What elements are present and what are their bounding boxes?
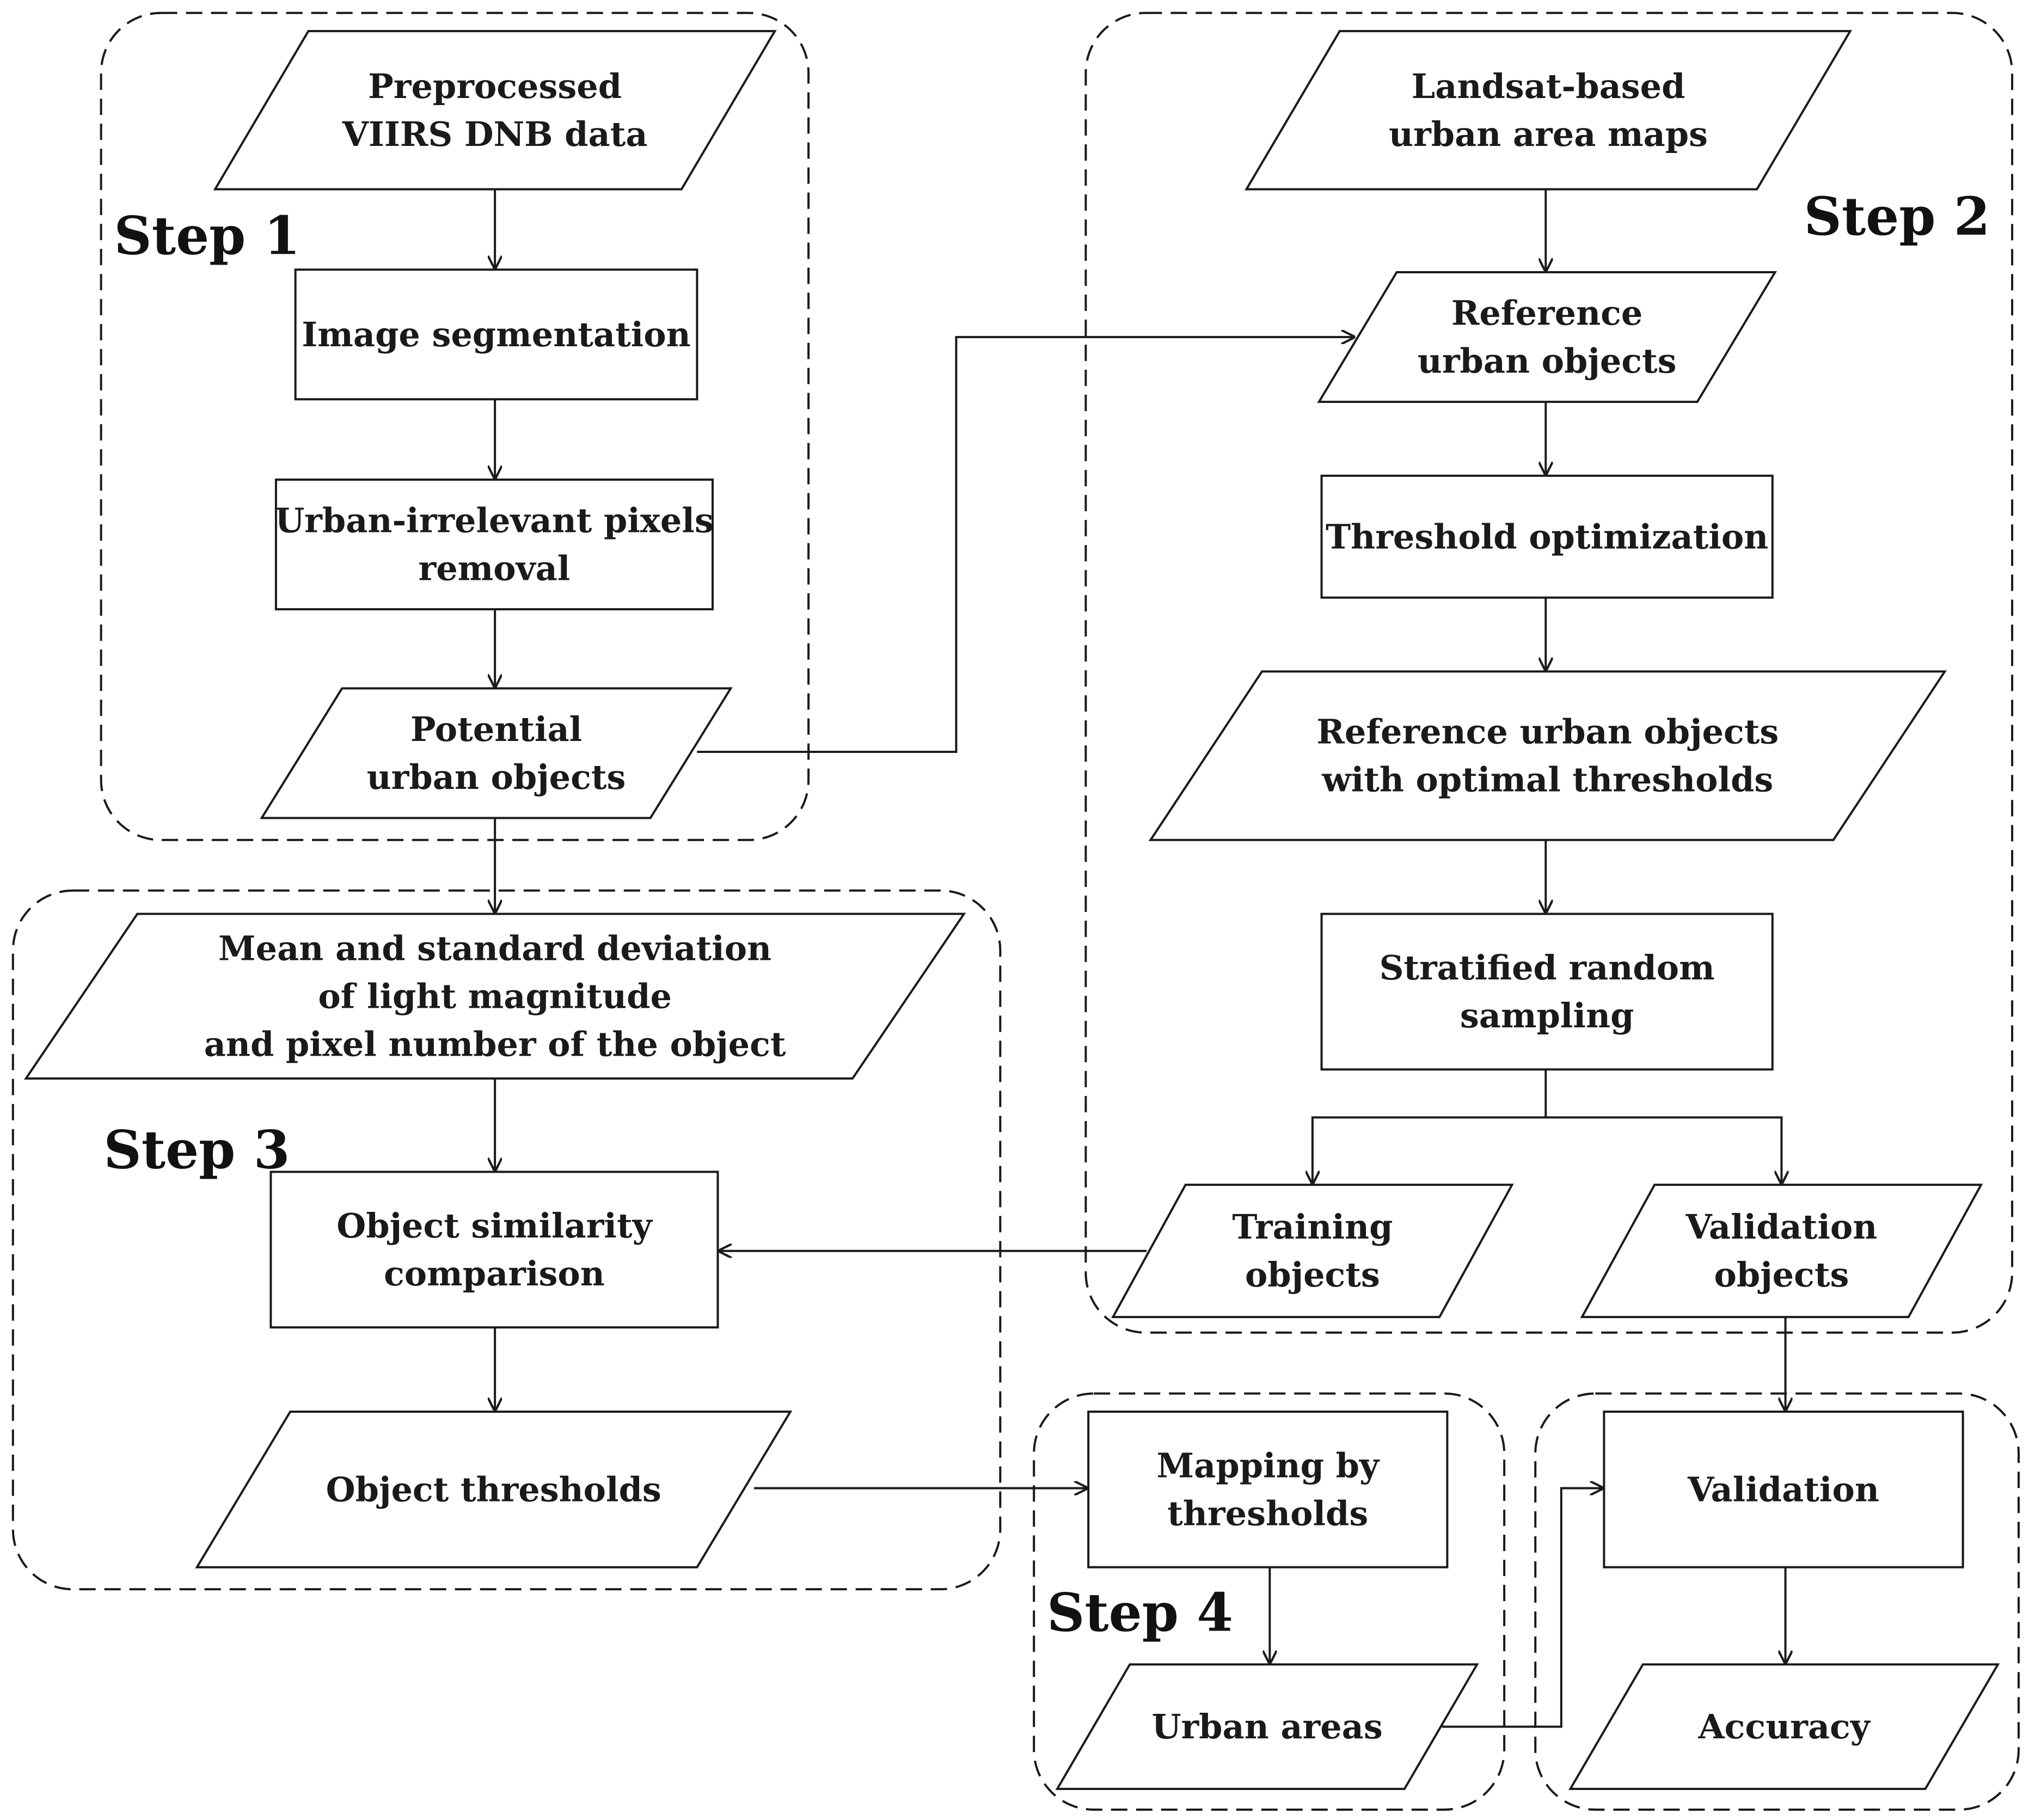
node-mapping-label-line-0: Mapping by	[1157, 1445, 1380, 1485]
node-sampling-label-line-0: Stratified random	[1380, 948, 1715, 988]
node-segmentation-shape	[294, 268, 698, 401]
node-mapping-label-line-1: thresholds	[1167, 1493, 1368, 1533]
node-similarity-shape	[269, 1171, 719, 1329]
node-viirs-label-line-0: Preprocessed	[368, 66, 622, 106]
edge-sampling-to-training	[1313, 1069, 1547, 1185]
group-label-step4: Step 4	[1047, 1582, 1233, 1643]
node-viirs-shape	[213, 30, 777, 191]
node-sampling-shape	[1320, 912, 1774, 1071]
node-reference-label-line-1: urban objects	[1418, 341, 1677, 381]
node-object-thresholds-label-line-0: Object thresholds	[326, 1469, 661, 1509]
node-validation-shape	[1603, 1410, 1964, 1568]
node-sampling-label-line-1: sampling	[1460, 996, 1634, 1035]
node-ref-optimal-label-line-0: Reference urban objects	[1316, 712, 1779, 752]
group-label-step1: Step 1	[114, 205, 300, 267]
node-reference-label-line-0: Reference	[1451, 293, 1642, 333]
edge-potential-to-reference	[697, 337, 1356, 753]
node-mapping-shape	[1087, 1410, 1449, 1568]
group-label-step2: Step 2	[1804, 186, 1990, 247]
node-ref-optimal-label-line-1: with optimal thresholds	[1321, 760, 1773, 800]
node-accuracy-label-line-0: Accuracy	[1698, 1707, 1871, 1747]
node-removal-label-line-0: Urban-irrelevant pixels	[275, 501, 714, 541]
node-mean-std-label-line-2: and pixel number of the object	[204, 1024, 786, 1064]
node-mean-std-label-line-0: Mean and standard deviation	[218, 928, 771, 968]
node-validation-objects-shape	[1580, 1184, 1983, 1319]
node-mean-std-label-line-1: of light magnitude	[318, 976, 672, 1016]
group-step1	[100, 11, 810, 841]
edge-sampling-to-validation-objects	[1546, 1116, 1781, 1185]
node-potential-shape	[260, 687, 733, 819]
node-object-thresholds-shape	[195, 1410, 793, 1568]
node-ref-optimal-shape	[1148, 670, 1947, 841]
node-reference-shape	[1317, 271, 1777, 403]
node-potential-label-line-1: urban objects	[367, 757, 626, 797]
node-optimization-label-line-0: Threshold optimization	[1326, 517, 1768, 556]
edge-urban-areas-to-validation	[1442, 1488, 1604, 1728]
node-similarity-label-line-0: Object similarity	[336, 1206, 653, 1246]
group-step2	[1084, 11, 2014, 1334]
node-mean-std-shape	[23, 912, 966, 1080]
group-step4	[1033, 1392, 1506, 1811]
node-training-label-line-0: Training	[1232, 1207, 1393, 1247]
node-training-label-line-1: objects	[1245, 1255, 1380, 1295]
node-removal-label-line-1: removal	[419, 549, 571, 589]
node-optimization-shape	[1320, 474, 1774, 599]
node-potential-label-line-0: Potential	[410, 709, 582, 749]
node-accuracy-shape	[1568, 1663, 2000, 1790]
group-step3	[11, 889, 1002, 1591]
node-landsat-label-line-1: urban area maps	[1389, 114, 1708, 154]
node-validation-label-line-0: Validation	[1687, 1469, 1879, 1509]
node-validation-objects-label-line-0: Validation	[1685, 1207, 1878, 1247]
node-landsat-shape	[1245, 30, 1853, 191]
node-segmentation-label-line-0: Image segmentation	[302, 315, 690, 354]
node-urban-areas-shape	[1055, 1663, 1479, 1790]
node-viirs-label-line-1: VIIRS DNB data	[342, 114, 648, 154]
node-validation-objects-label-line-1: objects	[1714, 1255, 1849, 1295]
group-validation-group	[1534, 1392, 2020, 1811]
node-urban-areas-label-line-0: Urban areas	[1151, 1707, 1382, 1747]
node-landsat-label-line-0: Landsat-based	[1412, 66, 1685, 106]
node-removal-shape	[274, 478, 714, 611]
node-similarity-label-line-1: comparison	[384, 1254, 605, 1294]
node-training-shape	[1111, 1184, 1514, 1319]
group-label-step3: Step 3	[103, 1119, 290, 1180]
